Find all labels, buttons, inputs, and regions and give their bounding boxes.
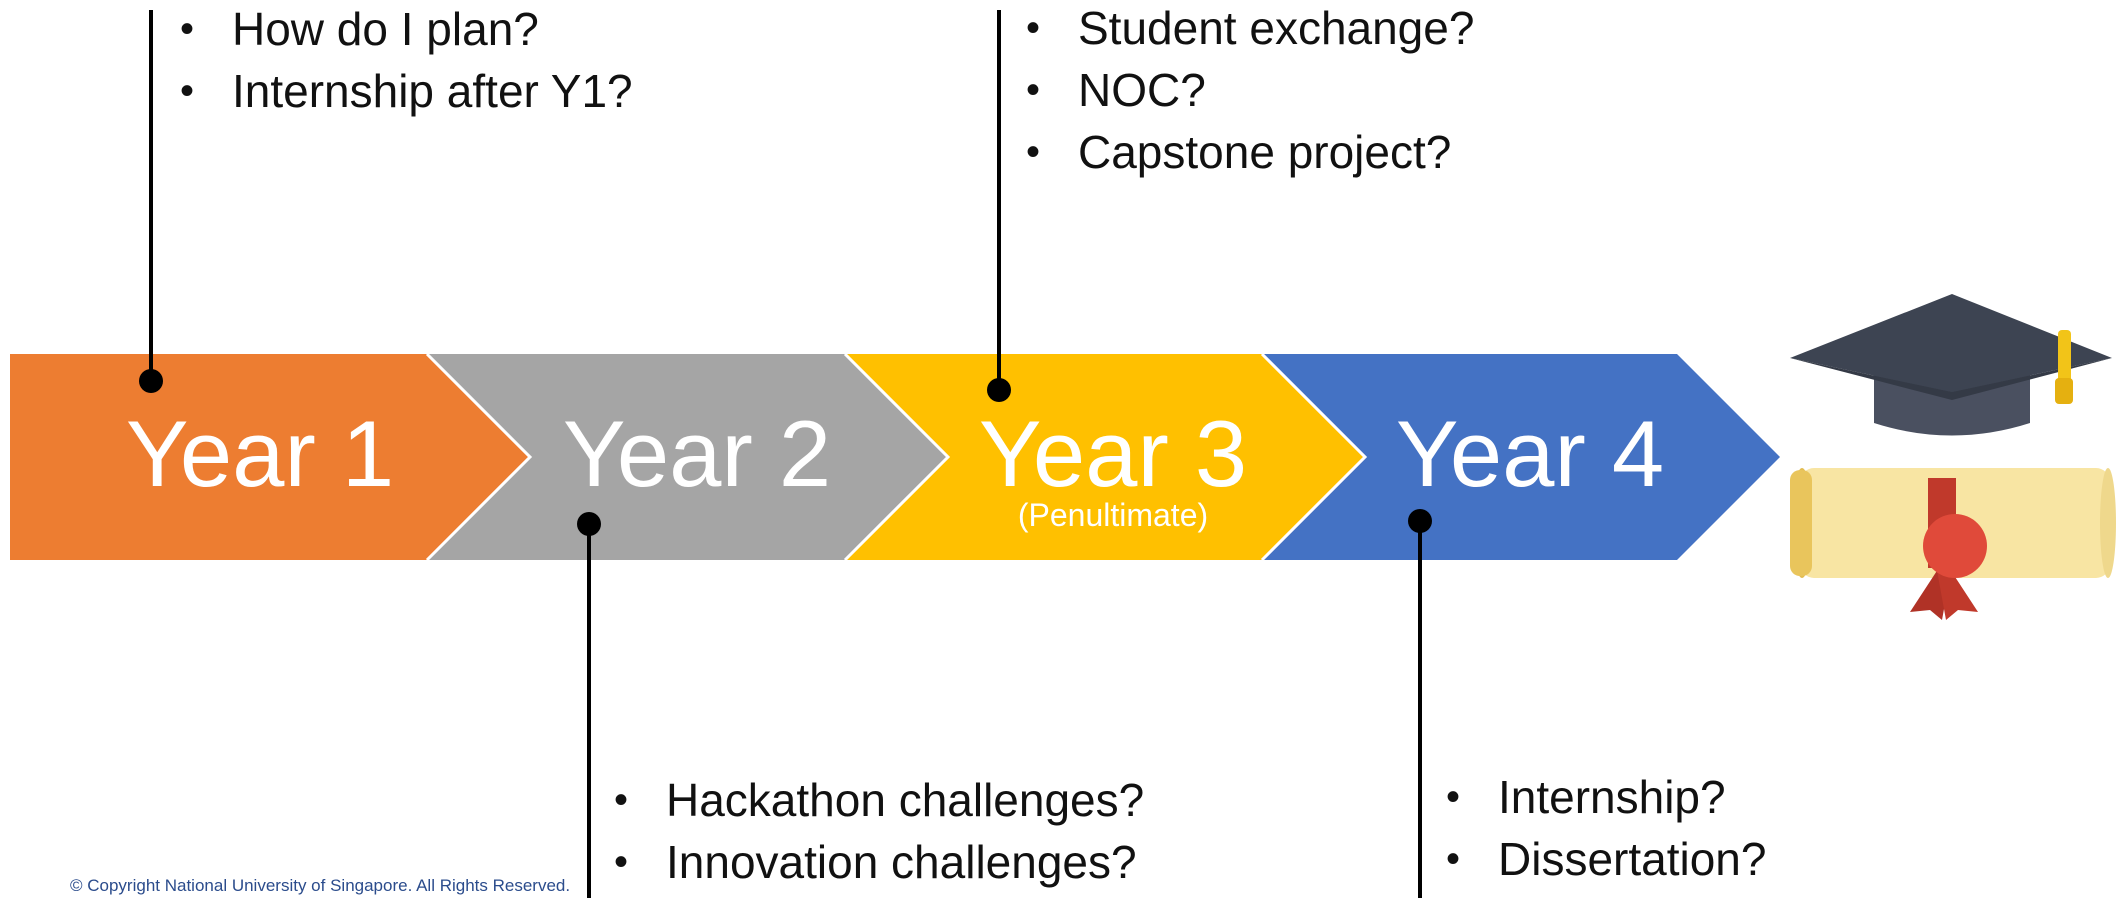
segment-divider (1260, 352, 1368, 562)
list-item: Student exchange? (1026, 0, 1474, 59)
list-item: How do I plan? (180, 0, 633, 60)
year-4-callout-list: Internship? Dissertation? (1446, 766, 1766, 890)
year-3-connector-dot (987, 378, 1011, 402)
segment-divider (425, 352, 533, 562)
year-3-sublabel: (Penultimate) (1018, 497, 1208, 533)
list-item: Capstone project? (1026, 121, 1474, 183)
year-3-segment (845, 354, 1365, 560)
list-item: NOC? (1026, 59, 1474, 121)
year-4-label: Year 4 (1396, 401, 1664, 506)
list-item: Hackathon challenges? (614, 769, 1144, 831)
list-item: Dissertation? (1446, 828, 1766, 890)
year-1-label: Year 1 (126, 401, 394, 506)
year-2-segment (427, 354, 948, 560)
year-1-connector-dot (139, 369, 163, 393)
year-4-segment (1262, 354, 1780, 560)
year-2-callout-list: Hackathon challenges? Innovation challen… (614, 769, 1144, 893)
list-item: Innovation challenges? (614, 831, 1144, 893)
segment-divider (843, 352, 951, 562)
year-2-connector-dot (577, 512, 601, 536)
graduation-cap-and-diploma-icon (1790, 294, 2116, 620)
year-4-connector-dot (1408, 509, 1432, 533)
year-3-callout-list: Student exchange? NOC? Capstone project? (1026, 0, 1474, 183)
year-2-label: Year 2 (563, 401, 831, 506)
copyright-notice: © Copyright National University of Singa… (70, 876, 571, 895)
year-1-segment (10, 354, 530, 560)
list-item: Internship? (1446, 766, 1766, 828)
list-item: Internship after Y1? (180, 60, 633, 122)
year-3-label: Year 3 (979, 401, 1247, 506)
year-1-callout-list: How do I plan? Internship after Y1? (180, 0, 633, 122)
